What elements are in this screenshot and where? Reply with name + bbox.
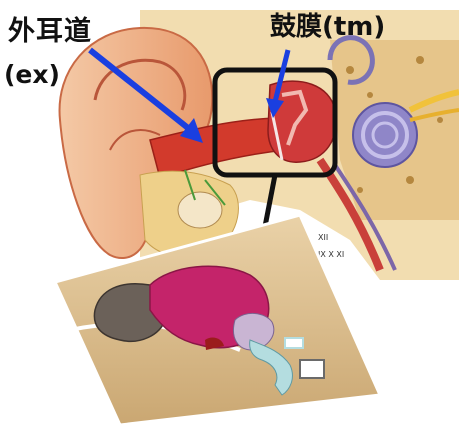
- roman-numeral-1: XII: [318, 233, 328, 242]
- eardrum-label: 鼓膜(tm): [270, 14, 385, 40]
- external-canal-label-abbr: (ex): [4, 62, 60, 87]
- external-canal-label-jp: 外耳道: [8, 18, 92, 45]
- roman-numeral-2: IX X XI: [318, 250, 344, 259]
